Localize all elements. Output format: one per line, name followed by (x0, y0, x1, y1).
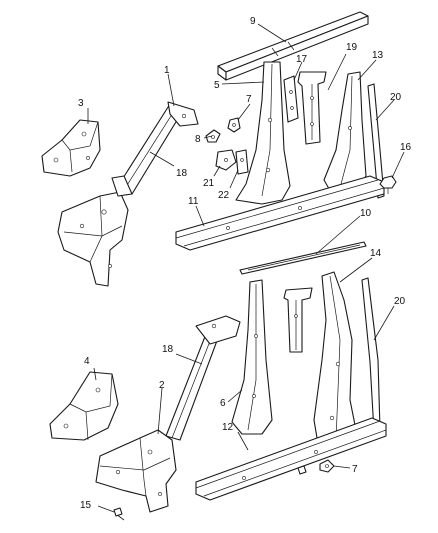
callout-3: 3 (78, 98, 84, 109)
callout-22: 22 (218, 190, 230, 201)
callout-7-upper: 7 (246, 94, 252, 105)
callout-4: 4 (84, 356, 90, 367)
callout-15: 15 (80, 500, 92, 511)
callout-8: 8 (195, 134, 201, 145)
part-8-clip (205, 129, 221, 143)
callout-14: 14 (370, 248, 382, 259)
part-2-hinge-pillar (95, 429, 177, 513)
part-1-a-pillar-upper (117, 101, 199, 195)
callout-17: 17 (296, 54, 308, 65)
part-9-roof-rail (217, 11, 369, 81)
callout-20-upper: 20 (390, 92, 402, 103)
part-3-cowl-bracket (41, 119, 101, 177)
part-7-nut-lower (319, 459, 335, 473)
callout-2: 2 (159, 380, 165, 391)
callout-7-lower: 7 (352, 464, 358, 475)
callout-13: 13 (372, 50, 384, 61)
callout-1: 1 (164, 65, 170, 76)
part-17-reinforcement (283, 75, 299, 123)
part-11-rocker-panel (175, 175, 385, 251)
part-18-a-pillar-lower-view (165, 315, 241, 441)
part-21-bracket (215, 149, 237, 171)
callout-11: 11 (188, 196, 199, 207)
part-15-screw (113, 507, 125, 521)
callout-10: 10 (360, 208, 372, 219)
part-4-cowl-bracket-lower (49, 371, 119, 441)
part-13-c-pillar (323, 71, 367, 197)
part-7-nut-upper (227, 117, 241, 133)
leader-lines (87, 23, 405, 513)
callout-16: 16 (400, 142, 412, 153)
part-6-b-pillar (231, 279, 273, 435)
part-20-weatherstrip-lower (361, 277, 381, 433)
callout-21: 21 (203, 178, 215, 189)
small-clip-lower (297, 465, 307, 475)
part-16-bolt (379, 175, 397, 194)
callout-20-lower: 20 (394, 296, 406, 307)
callout-5: 5 (214, 80, 220, 91)
part-5-b-pillar-outer (235, 61, 291, 205)
part-12-rocker-panel (195, 417, 387, 501)
callout-19: 19 (346, 42, 358, 53)
callout-18-upper: 18 (176, 168, 188, 179)
part-20-weatherstrip-upper (367, 83, 385, 199)
callout-6: 6 (220, 398, 226, 409)
part-19-b-pillar-inner (297, 71, 327, 145)
hinge-pillar-upper (57, 175, 133, 287)
callout-9: 9 (250, 16, 256, 27)
callout-18-lower: 18 (162, 344, 174, 355)
callout-labels: 1 2 3 4 5 6 7 7 8 9 10 11 12 13 14 15 16… (78, 16, 412, 511)
part-10-molding (239, 241, 367, 275)
b-pillar-inner-lower (283, 287, 313, 353)
callout-12: 12 (222, 422, 234, 433)
part-22-bracket (235, 149, 249, 175)
part-14-c-pillar (313, 271, 357, 445)
